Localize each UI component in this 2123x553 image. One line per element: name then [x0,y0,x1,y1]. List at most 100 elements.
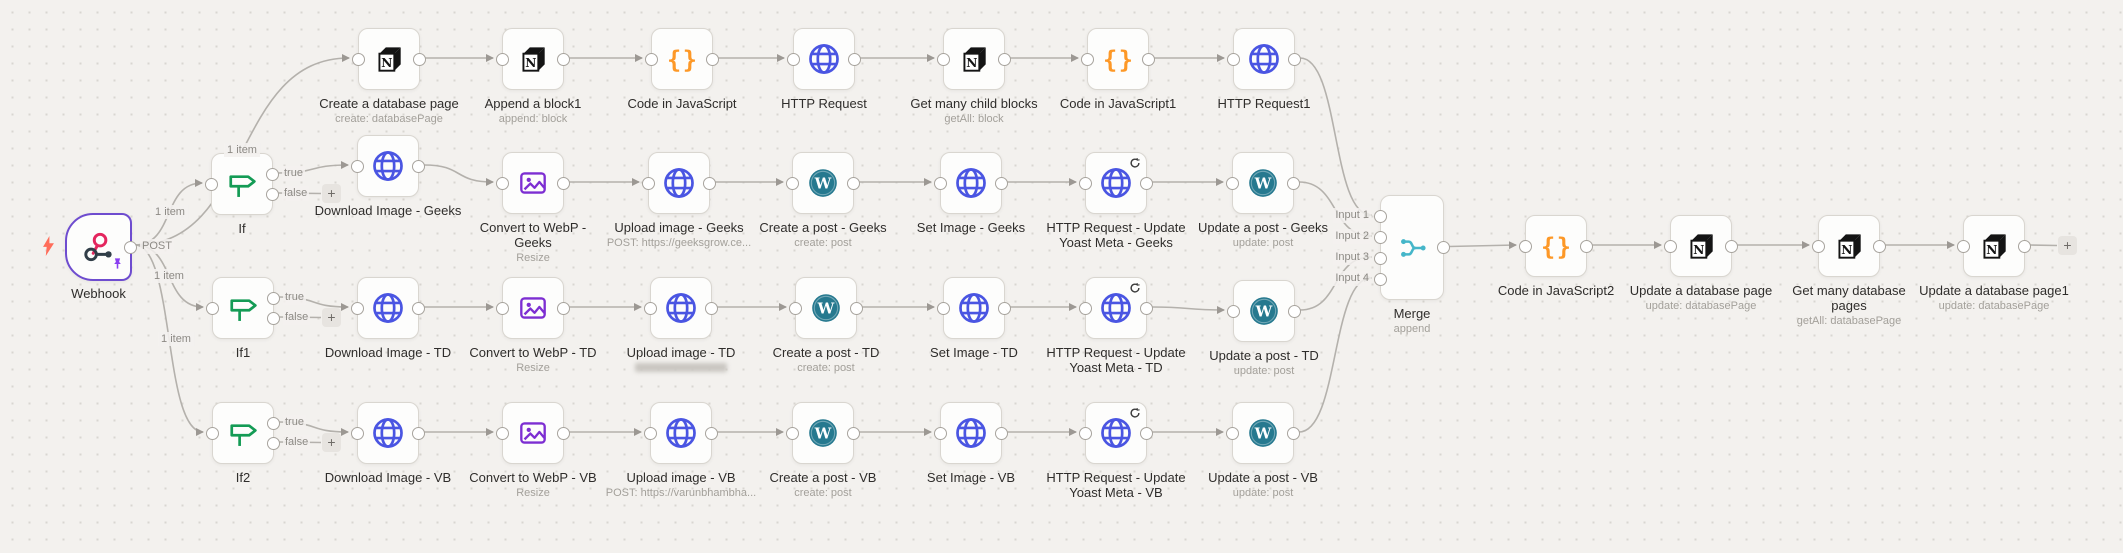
connection[interactable] [134,244,204,311]
input-port[interactable] [1079,176,1092,190]
input-port[interactable] [496,426,509,440]
connection[interactable] [277,161,349,174]
output-port[interactable] [557,52,570,66]
output-port[interactable] [1287,426,1300,440]
output-port[interactable] [848,52,861,66]
input-port[interactable] [351,301,364,315]
connection[interactable] [1298,181,1372,240]
node-code-js[interactable]: { }Code in JavaScript [627,28,737,111]
input-port[interactable] [1374,209,1387,223]
input-port[interactable] [644,301,657,315]
connection[interactable] [134,244,204,436]
output-port[interactable] [850,301,863,315]
input-port[interactable] [496,301,509,315]
output-port[interactable] [705,301,718,315]
input-port[interactable] [645,52,658,66]
connection[interactable] [1299,57,1372,219]
input-port[interactable] [1226,176,1239,190]
output-port[interactable] [847,176,860,190]
input-port[interactable] [1081,52,1094,66]
input-port[interactable] [1519,239,1532,253]
node-http-yoast-vb[interactable]: HTTP Request - Update Yoast Meta - VB [1046,402,1186,500]
input-port[interactable] [644,426,657,440]
input-port[interactable] [206,301,219,315]
input-port[interactable] [1226,426,1239,440]
output-port[interactable] [703,176,716,190]
node-http-request[interactable]: HTTP Request [781,28,867,111]
connection[interactable] [278,441,322,444]
node-upload-td[interactable]: Upload image - TD [627,277,735,372]
output-port[interactable] [995,426,1008,440]
output-port[interactable] [1725,239,1738,253]
node-download-geeks[interactable]: Download Image - Geeks [315,135,461,218]
output-port[interactable] [1142,52,1155,66]
add-node-button[interactable]: + [322,184,341,203]
input-port[interactable] [1374,272,1387,286]
output-port[interactable] [1140,176,1153,190]
input-port[interactable] [937,301,950,315]
input-port[interactable] [789,301,802,315]
output-port[interactable] [267,416,280,430]
output-port[interactable] [1288,52,1301,66]
add-node-button[interactable]: + [2058,236,2077,255]
node-set-image-td[interactable]: Set Image - TD [930,277,1018,360]
connection[interactable] [1151,305,1225,314]
output-port[interactable] [557,301,570,315]
input-port[interactable] [934,176,947,190]
node-http-yoast-td[interactable]: HTTP Request - Update Yoast Meta - TD [1046,277,1186,375]
node-http-request1[interactable]: HTTP Request1 [1218,28,1310,111]
input-port[interactable] [1957,239,1970,253]
input-port[interactable] [1812,239,1825,253]
output-port[interactable] [998,301,1011,315]
node-code-js2[interactable]: { }Code in JavaScript2 [1498,215,1614,298]
output-port[interactable] [267,311,280,325]
connection[interactable] [1299,253,1372,311]
output-port[interactable] [998,52,1011,66]
output-port[interactable] [124,240,137,254]
output-port[interactable] [705,426,718,440]
output-port[interactable] [557,176,570,190]
output-port[interactable] [266,167,279,181]
output-port[interactable] [995,176,1008,190]
input-port[interactable] [206,426,219,440]
connection[interactable] [423,164,494,186]
input-port[interactable] [1664,239,1677,253]
output-port[interactable] [413,52,426,66]
connection[interactable] [1448,241,1517,250]
output-port[interactable] [847,426,860,440]
add-node-button[interactable]: + [322,308,341,327]
input-port[interactable] [351,159,364,173]
input-port[interactable] [787,52,800,66]
connection[interactable] [2029,244,2058,247]
input-port[interactable] [1227,52,1240,66]
node-download-vb[interactable]: Download Image - VB [325,402,451,485]
output-port[interactable] [412,159,425,173]
node-download-td[interactable]: Download Image - TD [325,277,451,360]
add-node-button[interactable]: + [322,433,341,452]
output-port[interactable] [557,426,570,440]
input-port[interactable] [496,52,509,66]
output-port[interactable] [267,291,280,305]
execute-workflow-lightning[interactable] [42,236,55,261]
input-port[interactable] [205,177,218,191]
input-port[interactable] [1079,301,1092,315]
